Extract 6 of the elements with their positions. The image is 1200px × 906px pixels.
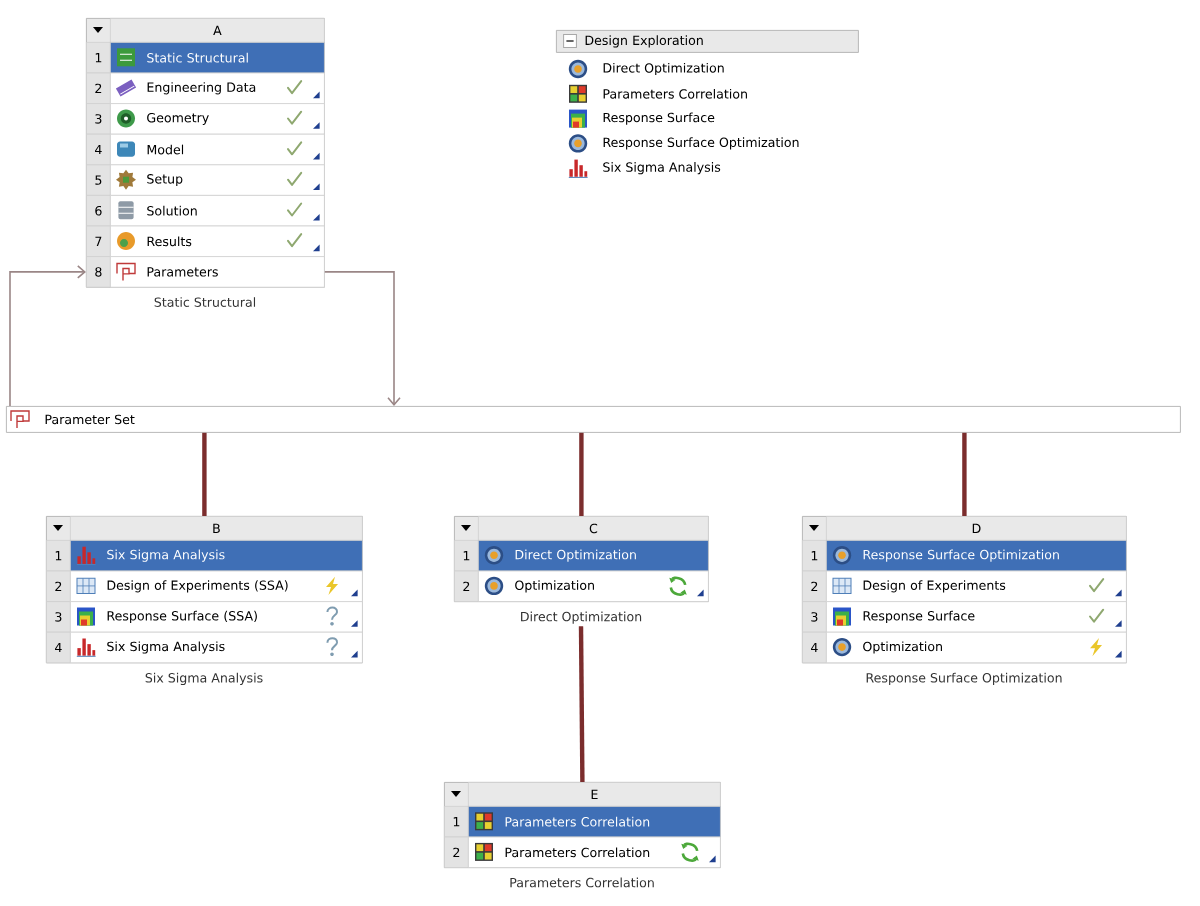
connector	[962, 432, 967, 516]
connector	[9, 265, 86, 407]
connector	[324, 271, 401, 406]
connector	[202, 432, 207, 516]
connector	[579, 432, 584, 516]
connector	[578, 626, 585, 783]
